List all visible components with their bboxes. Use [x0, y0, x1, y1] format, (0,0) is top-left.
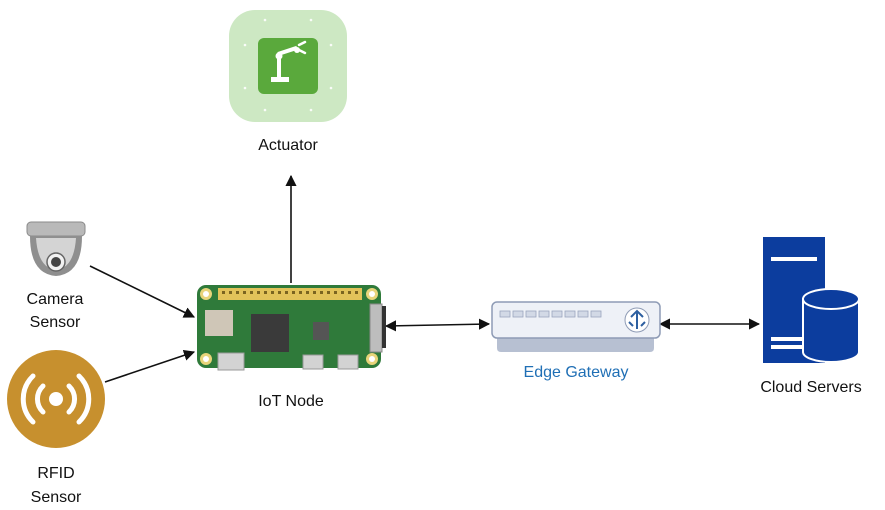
edge-camera-to-iot — [89, 265, 196, 318]
network-switch-icon — [491, 301, 661, 352]
camera-sensor-node[interactable]: Camera Sensor — [26, 221, 86, 331]
cloud-servers-node[interactable]: Cloud Servers — [760, 237, 862, 396]
actuator-node[interactable]: Actuator — [229, 10, 347, 154]
edge-iot-gateway — [384, 318, 491, 332]
server-database-icon — [763, 237, 860, 363]
rfid-signal-icon — [7, 350, 105, 448]
actuator-label: Actuator — [258, 137, 318, 154]
rfid-sensor-label-line2: Sensor — [31, 489, 82, 506]
raspberry-pi-board-icon — [197, 285, 386, 371]
iot-node[interactable]: IoT Node — [197, 285, 386, 410]
edge-gateway-label: Edge Gateway — [524, 364, 629, 381]
cloud-servers-label: Cloud Servers — [760, 379, 861, 396]
iot-node-label: IoT Node — [258, 393, 324, 410]
edge-gateway-node[interactable]: Edge Gateway — [491, 301, 661, 381]
edges — [89, 174, 761, 383]
edge-rfid-to-iot — [104, 349, 196, 383]
rfid-sensor-label-line1: RFID — [37, 465, 74, 482]
rfid-sensor-node[interactable]: RFID Sensor — [7, 350, 105, 506]
robot-arm-icon — [229, 10, 347, 122]
dome-camera-icon — [26, 221, 86, 276]
camera-sensor-label-line2: Sensor — [30, 314, 81, 331]
camera-sensor-label-line1: Camera — [27, 291, 84, 308]
